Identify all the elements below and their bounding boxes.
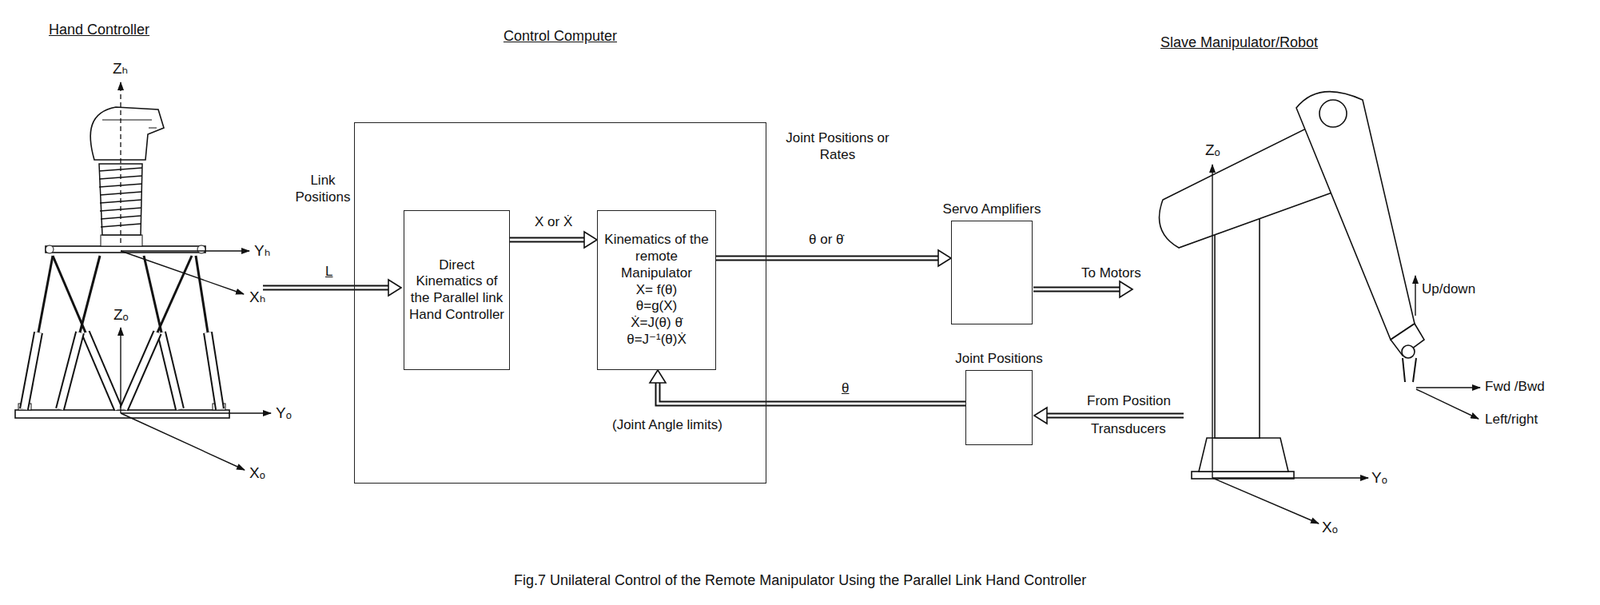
signal-label: θ (839, 380, 852, 398)
box-title: Servo Amplifiers (924, 201, 1059, 219)
axis-label: Xₒ (249, 463, 266, 482)
axis-label: Yₕ (254, 241, 271, 260)
node-heading: Joint Positions (939, 350, 1059, 368)
equation: X= f(θ) (601, 282, 712, 299)
connector-outline (509, 237, 586, 243)
connector-outline (716, 255, 940, 262)
signal-label: X or Ẋ (532, 214, 575, 231)
signal-arrow (649, 370, 966, 404)
node-text: Kinematics of the remote ManipulatorX= f… (597, 228, 716, 351)
amplifier-box: Servo Amplifiers (951, 220, 1033, 325)
signal-arrow (509, 231, 598, 248)
direction-label: Fwd /Bwd (1484, 378, 1545, 396)
position-box: Joint Positions (965, 370, 1033, 446)
equation: θ=g(X) (601, 298, 712, 315)
signal-label: L (325, 263, 333, 281)
axis-label: Xₒ (1321, 517, 1338, 537)
axis-label: Yₒ (1371, 468, 1388, 487)
arrow-head (584, 231, 598, 248)
process-box: Direct Kinematics of the Parallel link H… (403, 210, 510, 371)
connector-core (657, 381, 966, 404)
signal-label: Joint Positions or Rates (773, 130, 902, 164)
equation: θ=J⁻¹(θ)Ẋ (601, 331, 712, 349)
axis-label: Zₒ (1205, 140, 1221, 160)
box-title: Direct Kinematics of the Parallel link H… (408, 257, 506, 324)
heading-label: Slave Manipulator/Robot (1160, 34, 1318, 52)
signal-label: From Position (1086, 393, 1171, 410)
direction-label: Up/down (1421, 281, 1476, 299)
process-box: Kinematics of the remote ManipulatorX= f… (597, 210, 717, 371)
box-title: Control Computer (354, 27, 766, 45)
node-text: Direct Kinematics of the Parallel link H… (404, 254, 510, 327)
connector-core (509, 238, 586, 242)
signal-label: To Motors (1081, 265, 1142, 283)
signal-label: θ or θ̇ (806, 231, 846, 249)
arrow-head (938, 250, 952, 267)
signal-label: Link Positions (286, 172, 359, 206)
node-heading: Control Computer (354, 27, 766, 45)
box-title: Joint Positions (939, 350, 1059, 368)
motor-arrow (1033, 281, 1133, 298)
heading-label: Hand Controller (48, 21, 150, 40)
arrow-head (649, 370, 666, 383)
figure-caption: Fig.7 Unilateral Control of the Remote M… (513, 572, 1087, 590)
axis-label: Zₒ (113, 305, 129, 324)
slave-robot (1159, 91, 1481, 524)
equation: Ẋ=J(θ) θ̇ (601, 314, 712, 332)
connector-core (716, 257, 940, 260)
note-label: (Joint Angle limits) (612, 417, 723, 434)
node-heading: Servo Amplifiers (924, 201, 1059, 219)
direction-label: Left/right (1484, 411, 1538, 429)
connector-outline (657, 381, 966, 404)
axis-label: Zₕ (112, 59, 128, 78)
signal-arrow (716, 250, 952, 267)
axis-label: Yₒ (275, 403, 292, 422)
link-arrow (262, 279, 402, 296)
axis-label: Xₕ (249, 287, 266, 307)
box-title: Kinematics of the remote Manipulator (601, 231, 712, 282)
signal-label: Transducers (1090, 421, 1167, 438)
hand-controller (15, 82, 271, 470)
